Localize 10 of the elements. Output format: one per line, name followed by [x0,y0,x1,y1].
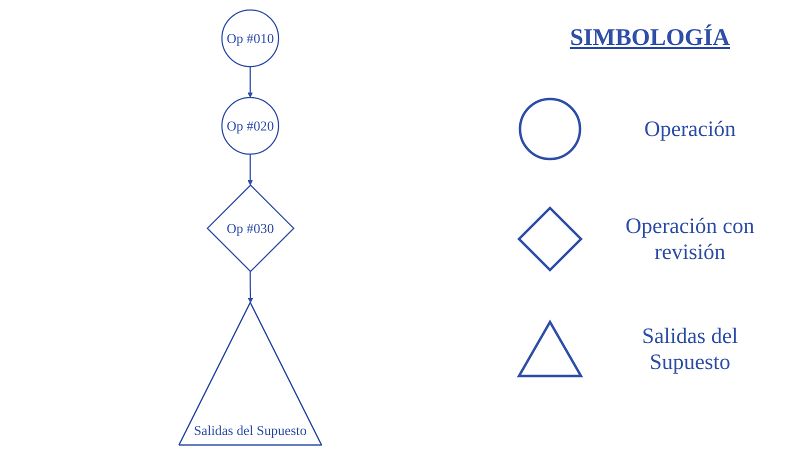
legend-text: Operación con revisión [624,213,756,265]
node-circle: Op #010 [221,9,279,68]
arrow [247,154,253,186]
legend-text: Operación [643,116,737,142]
node-diamond: Op #030 [206,184,294,272]
legend-heading: SIMBOLOGÍA [568,25,732,52]
legend-text: Salidas del Supuesto [641,323,739,375]
arrow [247,272,253,304]
arrow [247,66,253,98]
node-circle: Op #020 [221,96,279,155]
